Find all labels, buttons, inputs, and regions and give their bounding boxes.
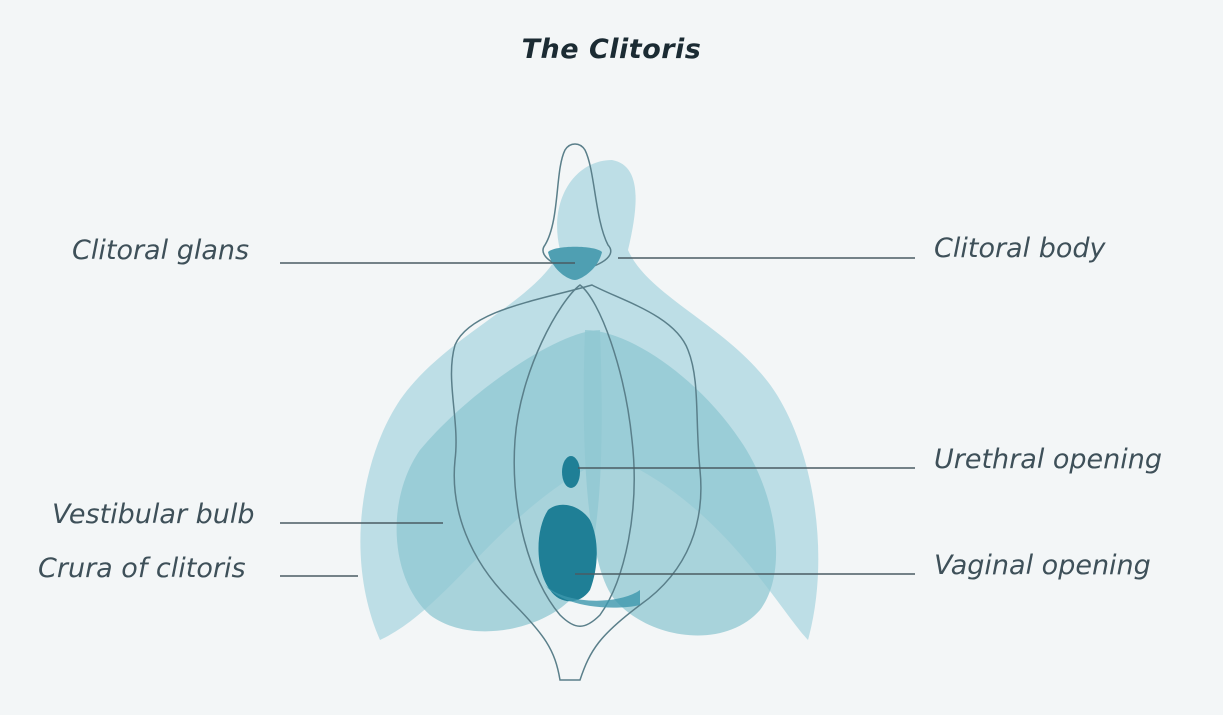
label-vaginal-opening: Vaginal opening (934, 549, 1151, 583)
label-clitoral-glans: Clitoral glans (72, 234, 249, 268)
label-crura-of-clitoris: Crura of clitoris (38, 552, 246, 586)
diagram-title: The Clitoris (0, 34, 1223, 65)
label-clitoral-body: Clitoral body (934, 232, 1105, 266)
urethral-opening-shape (562, 456, 580, 488)
label-vestibular-bulb: Vestibular bulb (52, 498, 255, 532)
label-urethral-opening: Urethral opening (934, 443, 1162, 477)
